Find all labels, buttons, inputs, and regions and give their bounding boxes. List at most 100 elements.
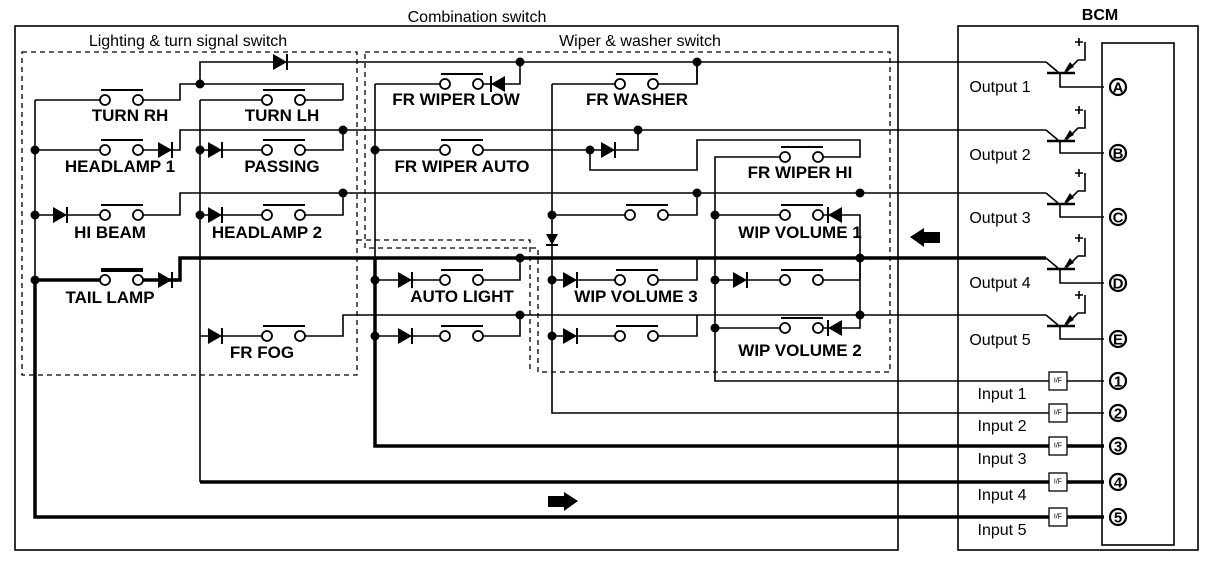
switch (439, 325, 484, 342)
pin-marker (1108, 77, 1128, 97)
diode-icon (208, 328, 223, 344)
switch (624, 204, 669, 221)
junction-dot (195, 79, 205, 89)
junction-dot (585, 145, 595, 155)
junction-dot (547, 275, 557, 285)
switch-label: WIP VOLUME 1 (738, 223, 861, 242)
switch-contact (614, 78, 626, 90)
interface-box (1048, 436, 1068, 456)
switch: HEADLAMP 1 (65, 139, 175, 176)
interface-label: I/F (1054, 514, 1062, 521)
pin-label: 2 (1114, 406, 1122, 423)
output-label: Output 4 (969, 275, 1030, 292)
switch: AUTO LIGHT (410, 269, 514, 306)
junction-dot (30, 275, 40, 285)
diode-icon (158, 142, 173, 158)
switch-label: AUTO LIGHT (410, 287, 514, 306)
diode-icon (563, 272, 578, 288)
interface-label: I/F (1054, 479, 1062, 486)
pin-marker (1108, 329, 1128, 349)
pin-marker (1108, 143, 1128, 163)
switch: WIP VOLUME 3 (574, 269, 698, 306)
bcm-connector (1101, 42, 1175, 546)
wires (33, 61, 1104, 519)
lighting-switch-frame (21, 51, 358, 376)
switch-contact (812, 151, 824, 163)
interface-label: I/F (1054, 410, 1062, 417)
output-label: Output 3 (969, 210, 1030, 227)
junction-dot (710, 323, 720, 333)
switch-contact (812, 209, 824, 221)
diode-icon (490, 76, 505, 92)
junction-dot (547, 210, 557, 220)
switch-contact (132, 209, 144, 221)
switch-contact (439, 274, 451, 286)
switch-contact (647, 78, 659, 90)
switch: FR WIPER HI (748, 146, 852, 182)
junction-dot (633, 125, 643, 135)
switch-label: FR FOG (230, 343, 294, 362)
switch-contact (779, 151, 791, 163)
input-4: I/F Input 4 4 (978, 472, 1128, 504)
pin-marker (1108, 472, 1128, 492)
input-label: Input 3 (978, 451, 1027, 468)
junction-dot (855, 253, 865, 263)
pin-marker (1108, 371, 1128, 391)
bcm-frame (957, 25, 1199, 551)
switch-label: HEADLAMP 1 (65, 157, 175, 176)
switch-contact (779, 209, 791, 221)
interface-label: I/F (1054, 443, 1062, 450)
interface-box (1048, 403, 1068, 423)
switch-label: TURN RH (92, 106, 169, 125)
input-label: Input 4 (978, 487, 1027, 504)
junction-dot (338, 125, 348, 135)
output-label: Output 2 (969, 147, 1030, 164)
switch-label: PASSING (244, 157, 319, 176)
switch-contact (132, 274, 144, 286)
switch-contact (779, 274, 791, 286)
switch-contact (779, 322, 791, 334)
switch-contact (624, 209, 636, 221)
pin-marker (1108, 273, 1128, 293)
switch-contact (294, 144, 306, 156)
switch-label: WIP VOLUME 2 (738, 341, 861, 360)
switch-label: HI BEAM (74, 223, 146, 242)
switch-contact (132, 144, 144, 156)
input-3: I/F Input 3 3 (978, 436, 1128, 468)
diode-icon (733, 272, 748, 288)
pin-label: E (1113, 332, 1123, 349)
junction-dot (370, 275, 380, 285)
pin-marker (1108, 507, 1128, 527)
switch-label: WIP VOLUME 3 (574, 287, 697, 306)
junction-dot (195, 145, 205, 155)
pin-label: C (1113, 210, 1124, 227)
diode-icon (398, 272, 413, 288)
pin-marker (1108, 403, 1128, 423)
switch: HI BEAM (74, 204, 146, 242)
switch-contact (439, 78, 451, 90)
junction-dot (855, 310, 865, 320)
switch-contact (294, 94, 306, 106)
diode-icon (158, 272, 173, 288)
switch-contact (472, 274, 484, 286)
pin-label: D (1113, 276, 1124, 293)
pin-label: 4 (1114, 475, 1123, 492)
interface-box (1048, 507, 1068, 527)
switch-label: FR WASHER (586, 90, 688, 109)
junction-dot (30, 145, 40, 155)
diode-icon (53, 207, 68, 223)
switch-label: HEADLAMP 2 (212, 223, 322, 242)
diode-icon (827, 207, 842, 223)
interface-box (1048, 472, 1068, 492)
diode-icon (546, 234, 558, 246)
switch-contact (472, 144, 484, 156)
junction-dot (515, 57, 525, 67)
switch: WIP VOLUME 1 (738, 204, 862, 242)
switch: HEADLAMP 2 (212, 204, 322, 242)
diodes (53, 54, 842, 344)
pin-label: 3 (1114, 439, 1122, 456)
